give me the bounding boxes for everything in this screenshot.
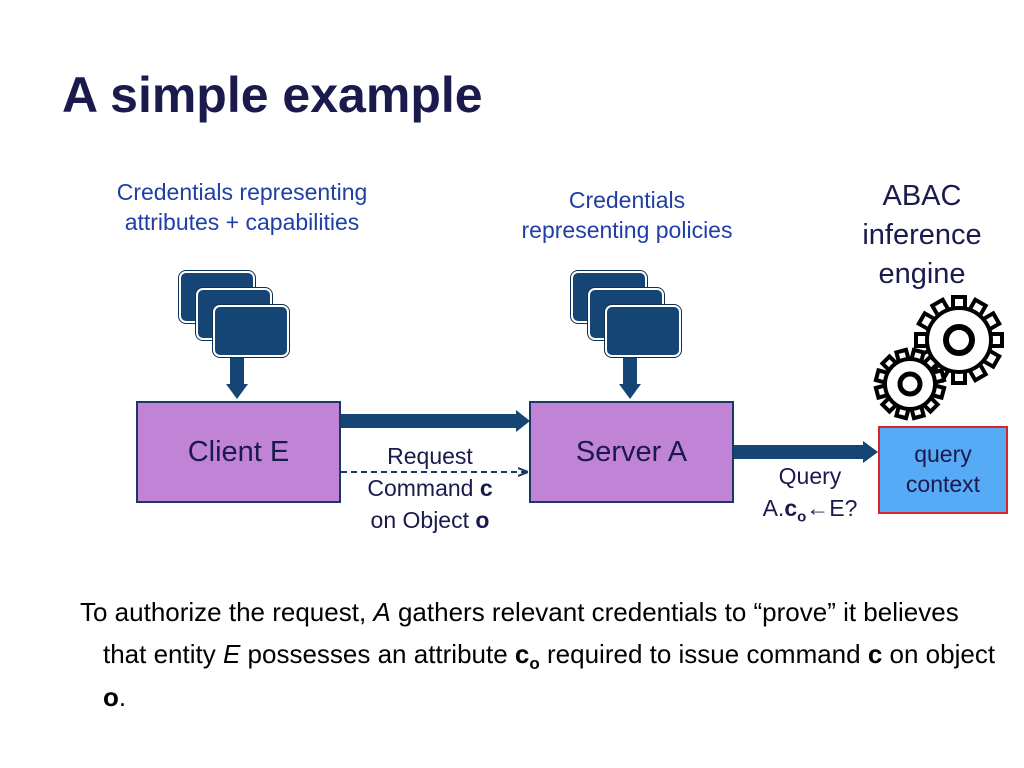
query-context-line2: context (905, 471, 981, 497)
slide-title: A simple example (62, 67, 483, 123)
credential-card-icon (213, 305, 289, 357)
server-stack-down-arrow (619, 358, 641, 399)
server-to-context-arrow (734, 441, 878, 463)
server-credentials-label: Credentials representing policies (482, 185, 772, 246)
request-label: Request Command c on Object o (336, 440, 524, 537)
query-context-line1: query (914, 441, 972, 468)
left-arrow-icon: ← (806, 494, 830, 521)
object-symbol: o (475, 507, 490, 534)
query-attribute: co (784, 494, 807, 526)
server-box-label: Server A (575, 435, 688, 468)
query-label: Query A.co←E? (740, 461, 880, 528)
query-label-line1: Query (778, 463, 842, 489)
server-credentials-label-line2: representing policies (521, 217, 733, 244)
engine-label-line3: engine (878, 258, 966, 291)
engine-label-line2: inference (862, 219, 982, 252)
engine-label: ABAC inference engine (838, 177, 1006, 294)
small-gear-icon (873, 347, 947, 421)
client-box: Client E (136, 401, 341, 503)
client-credentials-label-line1: Credentials representing (116, 179, 368, 205)
request-label-line3: on Object o (370, 507, 490, 534)
server-box: Server A (529, 401, 734, 503)
credential-card-icon (605, 305, 681, 357)
request-label-line2: Command c (367, 475, 493, 502)
server-credentials-label-line1: Credentials (568, 187, 686, 213)
client-credentials-label: Credentials representing attributes + ca… (72, 177, 412, 238)
query-context-box: query context (878, 426, 1008, 514)
client-stack-down-arrow (226, 358, 248, 399)
query-label-line2: A.co←E? (762, 494, 858, 526)
client-credentials-label-line2: attributes + capabilities (124, 209, 360, 236)
explanation-paragraph: To authorize the request, A gathers rele… (80, 597, 996, 712)
command-symbol: c (479, 475, 493, 502)
client-to-server-arrow (341, 410, 530, 432)
engine-label-line1: ABAC (882, 180, 962, 212)
request-label-line1: Request (387, 443, 473, 469)
client-box-label: Client E (187, 435, 290, 468)
